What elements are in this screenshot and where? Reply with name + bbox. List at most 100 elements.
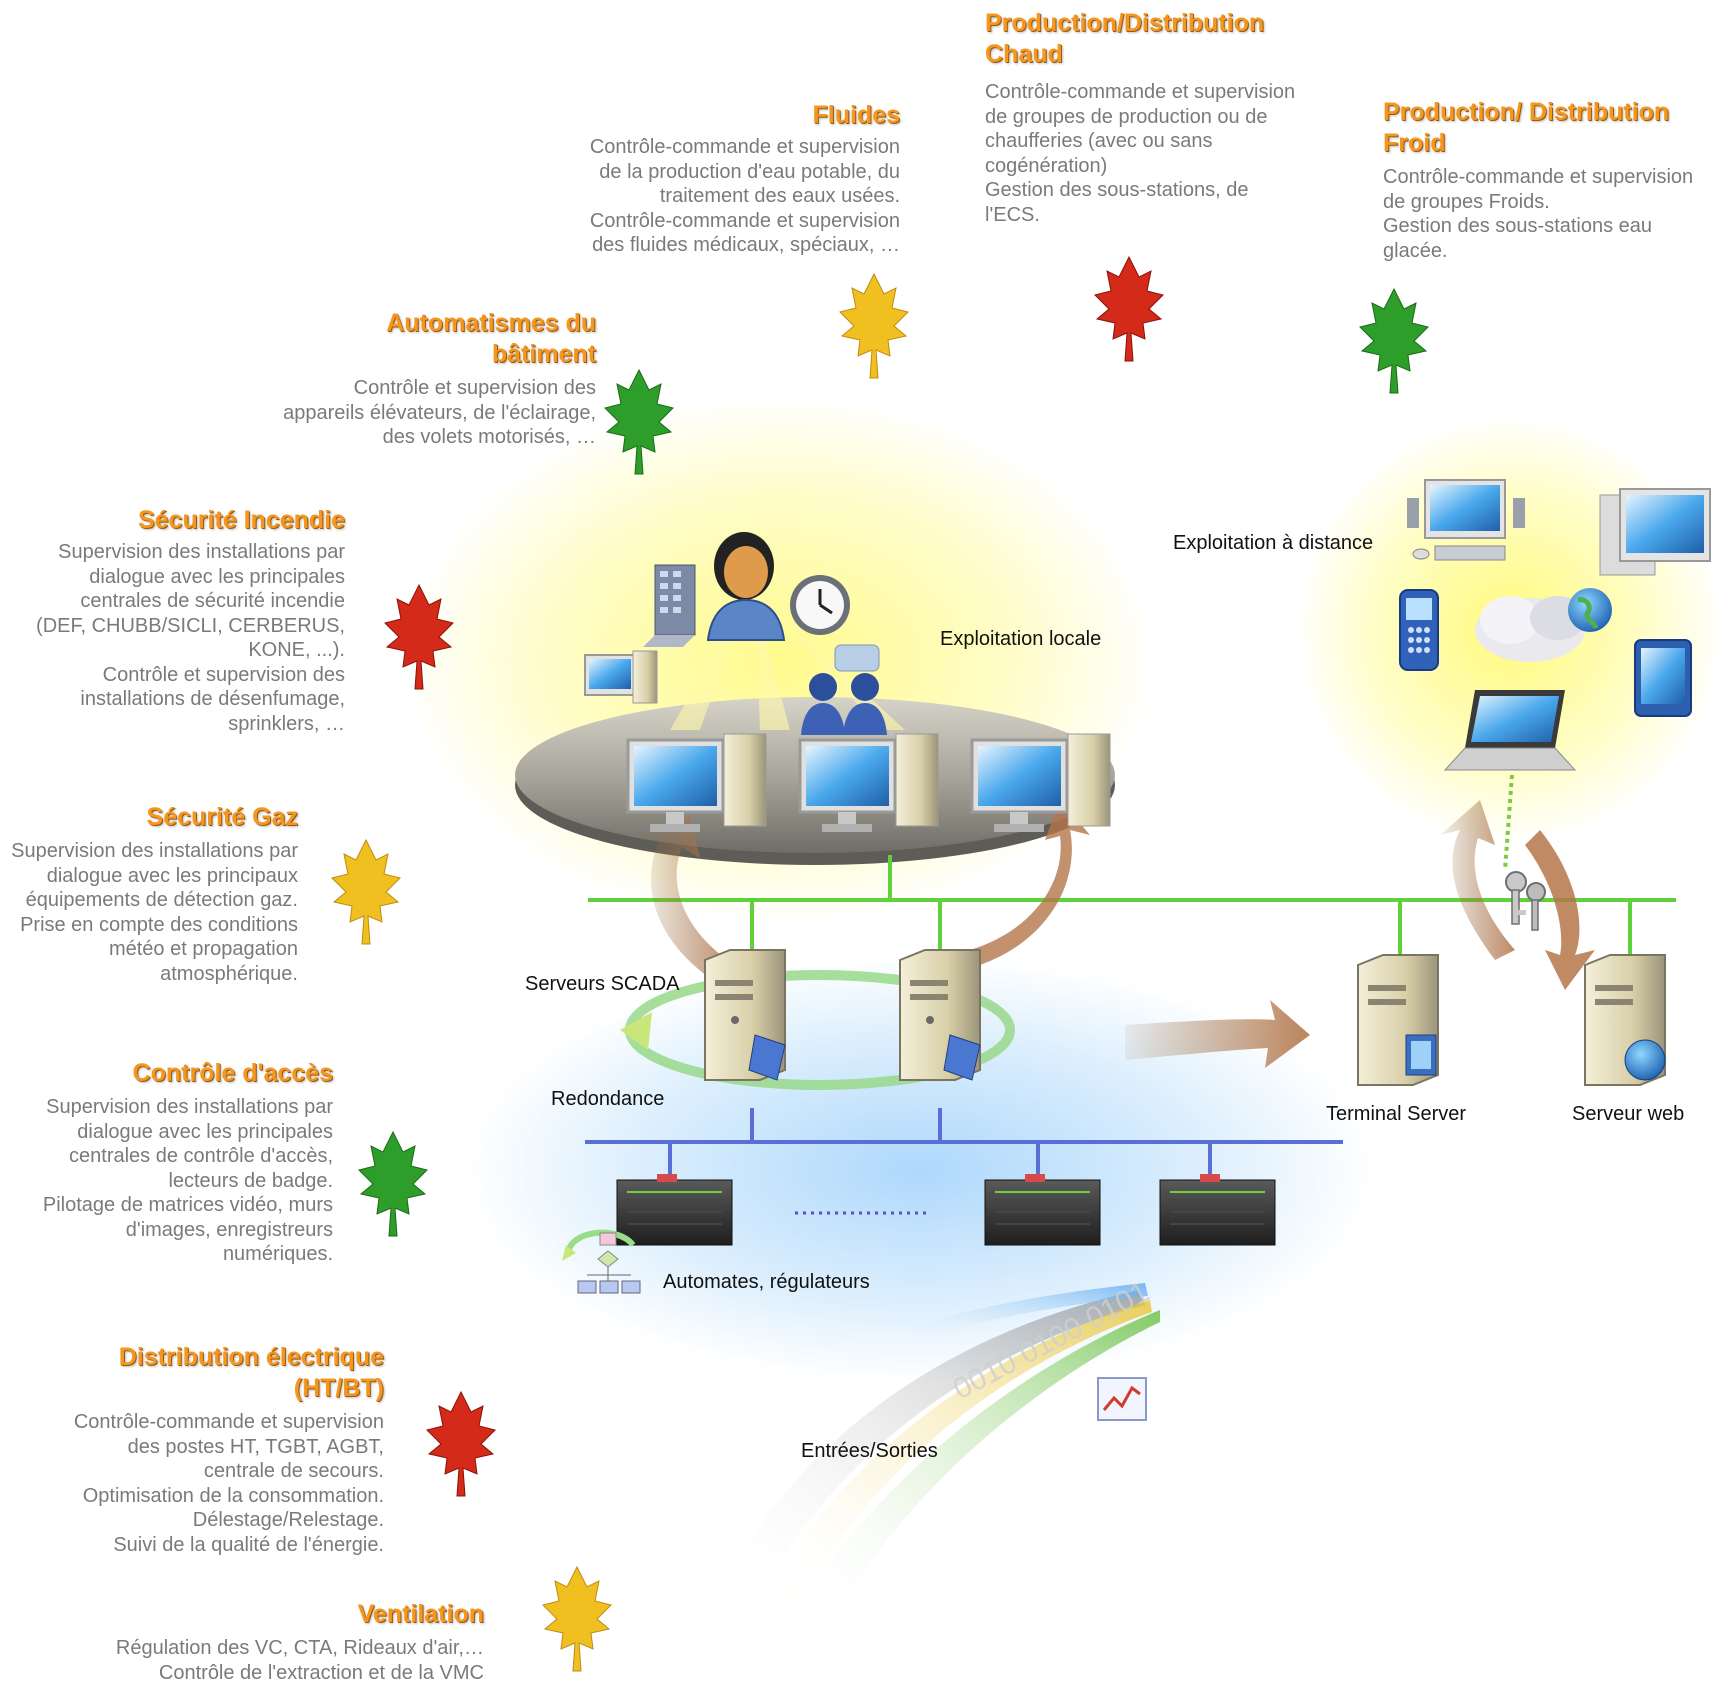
description-line: Supervision des installations par (58, 541, 345, 563)
description-line: Supervision des installations par (11, 840, 298, 862)
plc-rack-icon-3 (1159, 1174, 1276, 1246)
description-line: de la production d'eau potable, du (599, 160, 900, 183)
description-line: Contrôle-commande et supervision (589, 136, 900, 158)
redundancy-arrow-head (620, 1012, 652, 1050)
workstation-icon-3 (970, 733, 1111, 832)
io-stream-green (800, 1310, 1160, 1610)
key-icon (1505, 871, 1546, 931)
description-line: Prise en compte des conditions (20, 913, 298, 936)
description-line: sprinklers, … (228, 712, 345, 735)
arrow-to-terminal-server (1125, 1000, 1310, 1068)
description-line: Supervision des installations par (46, 1096, 333, 1118)
pda-icon (1634, 639, 1692, 717)
description-line: atmosphérique. (160, 962, 298, 985)
section-prod-chaud: Production/Distribution Chaud Contrôle-c… (985, 8, 1325, 227)
up-arrow-remote (1440, 800, 1515, 960)
green-leaf-icon-automatismes (604, 368, 674, 475)
cloud-icon (1475, 596, 1586, 662)
section-title: Automatismes du bâtiment (386, 309, 596, 368)
description-line: météo et propagation (108, 938, 298, 960)
description-line: dialogue avec les principales (77, 1120, 333, 1143)
description-line: Optimisation de la consommation. (82, 1484, 384, 1507)
description-line: Suivi de la qualité de l'énergie. (113, 1533, 384, 1556)
description-line: Pilotage de matrices vidéo, murs (42, 1194, 333, 1216)
label-exploitation-locale: Exploitation locale (940, 628, 1102, 650)
operator-avatar-icon (706, 532, 786, 641)
description-line: installations de désenfumage, (80, 688, 345, 710)
section-description: Contrôle-commande et supervision de grou… (1383, 165, 1713, 263)
building-icon (643, 564, 696, 647)
globe-icon (1568, 588, 1612, 632)
label-exploitation-distance: Exploitation à distance (1173, 532, 1374, 554)
clock-icon (790, 575, 850, 635)
laptop-icon (1443, 690, 1577, 771)
ethernet-bus (588, 855, 1676, 955)
description-line: de groupes Froids. (1383, 190, 1550, 213)
yellow-leaf-icon-gaz (331, 838, 401, 945)
description-line: équipements de détection gaz. (25, 889, 298, 911)
description-line: Contrôle-commande et supervision (985, 81, 1296, 103)
description-line: l'ECS. (985, 203, 1040, 226)
io-stream-grey (720, 1290, 1145, 1595)
remote-desktop-icon (1407, 479, 1525, 561)
scada-server-icon-1 (704, 949, 786, 1081)
field-bus (585, 1108, 1343, 1178)
description-line: des volets motorisés, … (382, 426, 596, 448)
description-line: Gestion des sous-stations, de (985, 179, 1249, 201)
remote-pc-tower-icon (1599, 488, 1711, 576)
section-description: Supervision des installations par dialog… (0, 540, 345, 736)
description-line: Régulation des VC, CTA, Rideaux d'air,… (115, 1637, 484, 1659)
description-line: Contrôle de l'extraction et de la VMC (158, 1661, 484, 1684)
web-server-icon (1584, 954, 1666, 1086)
mobile-phone-icon (1399, 589, 1439, 671)
section-title: Production/Distribution Chaud (985, 9, 1265, 68)
section-title: Ventilation (357, 1600, 484, 1628)
section-description: Régulation des VC, CTA, Rideaux d'air,… … (60, 1636, 484, 1685)
section-title: Sécurité Gaz (146, 803, 298, 831)
label-serveurs-scada: Serveurs SCADA (525, 973, 680, 995)
scada-server-icon-2 (899, 949, 981, 1081)
users-chat-icon (801, 644, 887, 735)
description-line: Contrôle et supervision des (353, 377, 596, 399)
section-title: Sécurité Incendie (137, 506, 345, 534)
description-line: (DEF, CHUBB/SICLI, CERBERUS, (36, 614, 345, 637)
label-serveur-web: Serveur web (1572, 1103, 1685, 1125)
red-leaf-icon-chaud (1094, 255, 1164, 362)
description-line: numériques. (222, 1243, 333, 1265)
section-prod-froid: Production/ Distribution Froid Contrôle-… (1383, 97, 1713, 263)
description-line: de groupes de production ou de (985, 105, 1268, 128)
label-automates: Automates, régulateurs (663, 1271, 870, 1293)
label-terminal-server: Terminal Server (1326, 1103, 1467, 1125)
description-line: d'images, enregistreurs (125, 1218, 333, 1241)
description-line: dialogue avec les principales (89, 565, 345, 588)
section-title: Fluides (812, 101, 900, 129)
label-entrees-sorties: Entrées/Sorties (801, 1440, 938, 1462)
description-line: centrale de secours. (203, 1460, 384, 1482)
workstation-icon-2 (798, 733, 939, 832)
workstation-icon-1 (626, 733, 767, 832)
section-description: Supervision des installations par dialog… (0, 839, 298, 986)
regulation-loop-icon (562, 1229, 641, 1294)
green-leaf-icon-acces (358, 1130, 428, 1237)
red-leaf-icon-incendie (384, 583, 454, 690)
section-gaz: Sécurité Gaz Supervision des installatio… (0, 802, 298, 986)
section-description: Contrôle-commande et supervision des pos… (40, 1410, 384, 1557)
section-description: Supervision des installations par dialog… (0, 1095, 333, 1267)
section-automatismes: Automatismes du bâtiment Contrôle et sup… (220, 308, 596, 450)
description-line: Délestage/Relestage. (192, 1509, 384, 1531)
label-redondance: Redondance (551, 1088, 665, 1110)
description-line: des fluides médicaux, spéciaux, … (592, 234, 900, 256)
red-leaf-icon-electrique (426, 1390, 496, 1497)
section-description: Contrôle-commande et supervision de grou… (985, 80, 1325, 227)
down-arrow-remote (1525, 830, 1595, 990)
plc-rack-icon-1 (616, 1174, 733, 1246)
section-title: Production/ Distribution Froid (1383, 98, 1670, 157)
section-description: Contrôle-commande et supervision de la p… (540, 135, 900, 258)
section-acces: Contrôle d'accès Supervision des install… (0, 1058, 333, 1267)
description-line: Contrôle-commande et supervision (1383, 166, 1694, 188)
down-arrow-local (970, 800, 1090, 965)
description-line: traitement des eaux usées. (659, 185, 900, 207)
io-stream-blue (900, 1283, 1148, 1342)
section-ventilation: Ventilation Régulation des VC, CTA, Ride… (60, 1599, 484, 1685)
description-line: dialogue avec les principaux (46, 864, 298, 887)
